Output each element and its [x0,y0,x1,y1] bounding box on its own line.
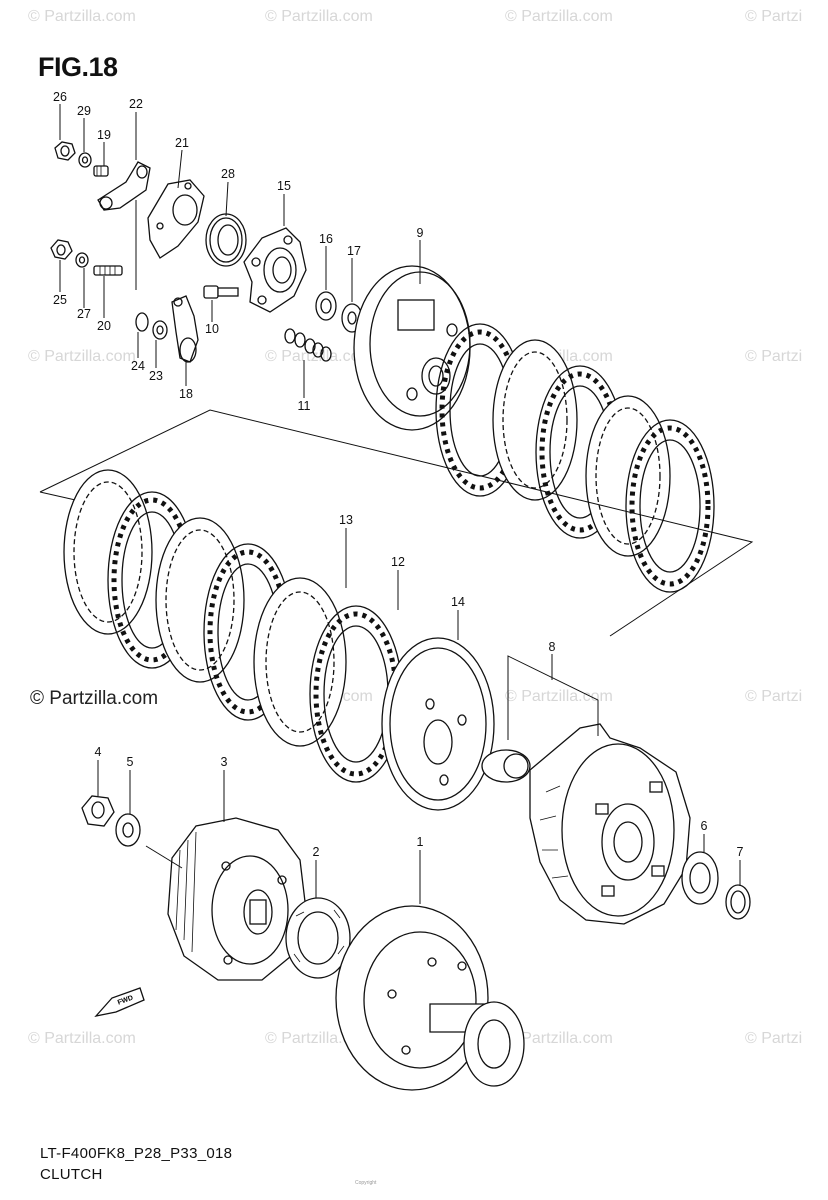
part-6-washer [681,851,719,905]
part-15-pressure-lifter [243,227,307,313]
callout-29: 29 [77,104,91,118]
watermark: © Partzi [745,8,803,25]
part-10-bolt [203,285,239,299]
callout-19: 19 [97,128,111,142]
watermark: © Partzilla.com [28,348,136,365]
part-23-washer [152,320,168,340]
part-7-circlip [725,884,751,920]
part-11-springs [284,328,332,362]
part-1-primary-driven-gear [335,905,525,1091]
part-5-washer [115,813,141,847]
part-20-adjust-screw [93,265,123,276]
part-18-release-shaft [171,295,199,363]
watermark: © Partzilla.com [28,8,136,25]
part-27-washer [75,252,89,268]
callout-11: 11 [298,399,311,413]
clutch-plate-stack-lower [63,469,403,783]
callout-17: 17 [347,244,361,258]
callout-1: 1 [417,835,424,849]
callout-15: 15 [277,179,291,193]
watermark-main: © Partzilla.com [30,688,159,709]
watermark: © Partzilla.com [505,8,613,25]
callout-2: 2 [313,845,320,859]
callout-21: 21 [175,136,189,150]
part-9-pressure-plate [353,265,471,431]
callout-3: 3 [221,755,228,769]
part-24-oring [135,312,149,332]
part-number-labels: 26 29 19 22 21 28 15 16 17 9 25 27 20 10… [53,90,743,859]
callout-20: 20 [97,319,111,333]
copyright-notice: Copyright [355,1180,377,1186]
callout-22: 22 [129,97,143,111]
part-19-bolt [93,165,109,177]
watermark: © Partzi [745,688,803,705]
part-22-release-arm [97,161,151,211]
part-14-seat-plate [381,637,495,811]
part-26-nut [54,141,76,161]
callout-7: 7 [737,845,744,859]
callout-24: 24 [131,359,145,373]
callout-8: 8 [549,640,556,654]
part-16-bearing [315,291,337,321]
part-21-release-plate [147,179,205,259]
callout-23: 23 [149,369,163,383]
watermark: © Partzilla.com [265,8,373,25]
leader-lines [59,104,741,904]
part-25-nut [50,239,73,260]
part-2-one-way-clutch [285,897,351,979]
watermark: © Partzilla.com [28,1030,136,1047]
front-direction-arrow-icon: FWD [94,987,145,1018]
part-29-washer [78,152,92,168]
callout-9: 9 [417,226,424,240]
callout-14: 14 [451,595,465,609]
watermark: © Partzilla.com [505,688,613,705]
callout-18: 18 [179,387,193,401]
part-8-sleeve-hub [481,723,691,925]
callout-27: 27 [77,307,91,321]
watermark: © Partzilla.com [505,1030,613,1047]
clutch-plate-stack-upper [435,323,715,593]
callout-6: 6 [701,819,708,833]
part-8-bracket [507,655,599,740]
callout-26: 26 [53,90,67,104]
callout-12: 12 [391,555,405,569]
section-name: CLUTCH [40,1166,103,1183]
figure-title: FIG.18 [38,52,118,82]
callout-10: 10 [205,322,219,336]
part-28-bearing [205,213,247,267]
watermark: © Partzi [745,1030,803,1047]
part-3-axis [145,845,183,869]
callout-5: 5 [127,755,134,769]
callout-28: 28 [221,167,235,181]
callout-13: 13 [339,513,353,527]
watermark: © Partzi [745,348,803,365]
part-4-nut [81,795,115,827]
model-code: LT-F400FK8_P28_P33_018 [40,1145,233,1162]
callout-25: 25 [53,293,67,307]
plate-group-outline [39,409,754,637]
callout-4: 4 [95,745,102,759]
callout-16: 16 [319,232,333,246]
part-3-primary-driven-gear-hub [167,817,307,981]
